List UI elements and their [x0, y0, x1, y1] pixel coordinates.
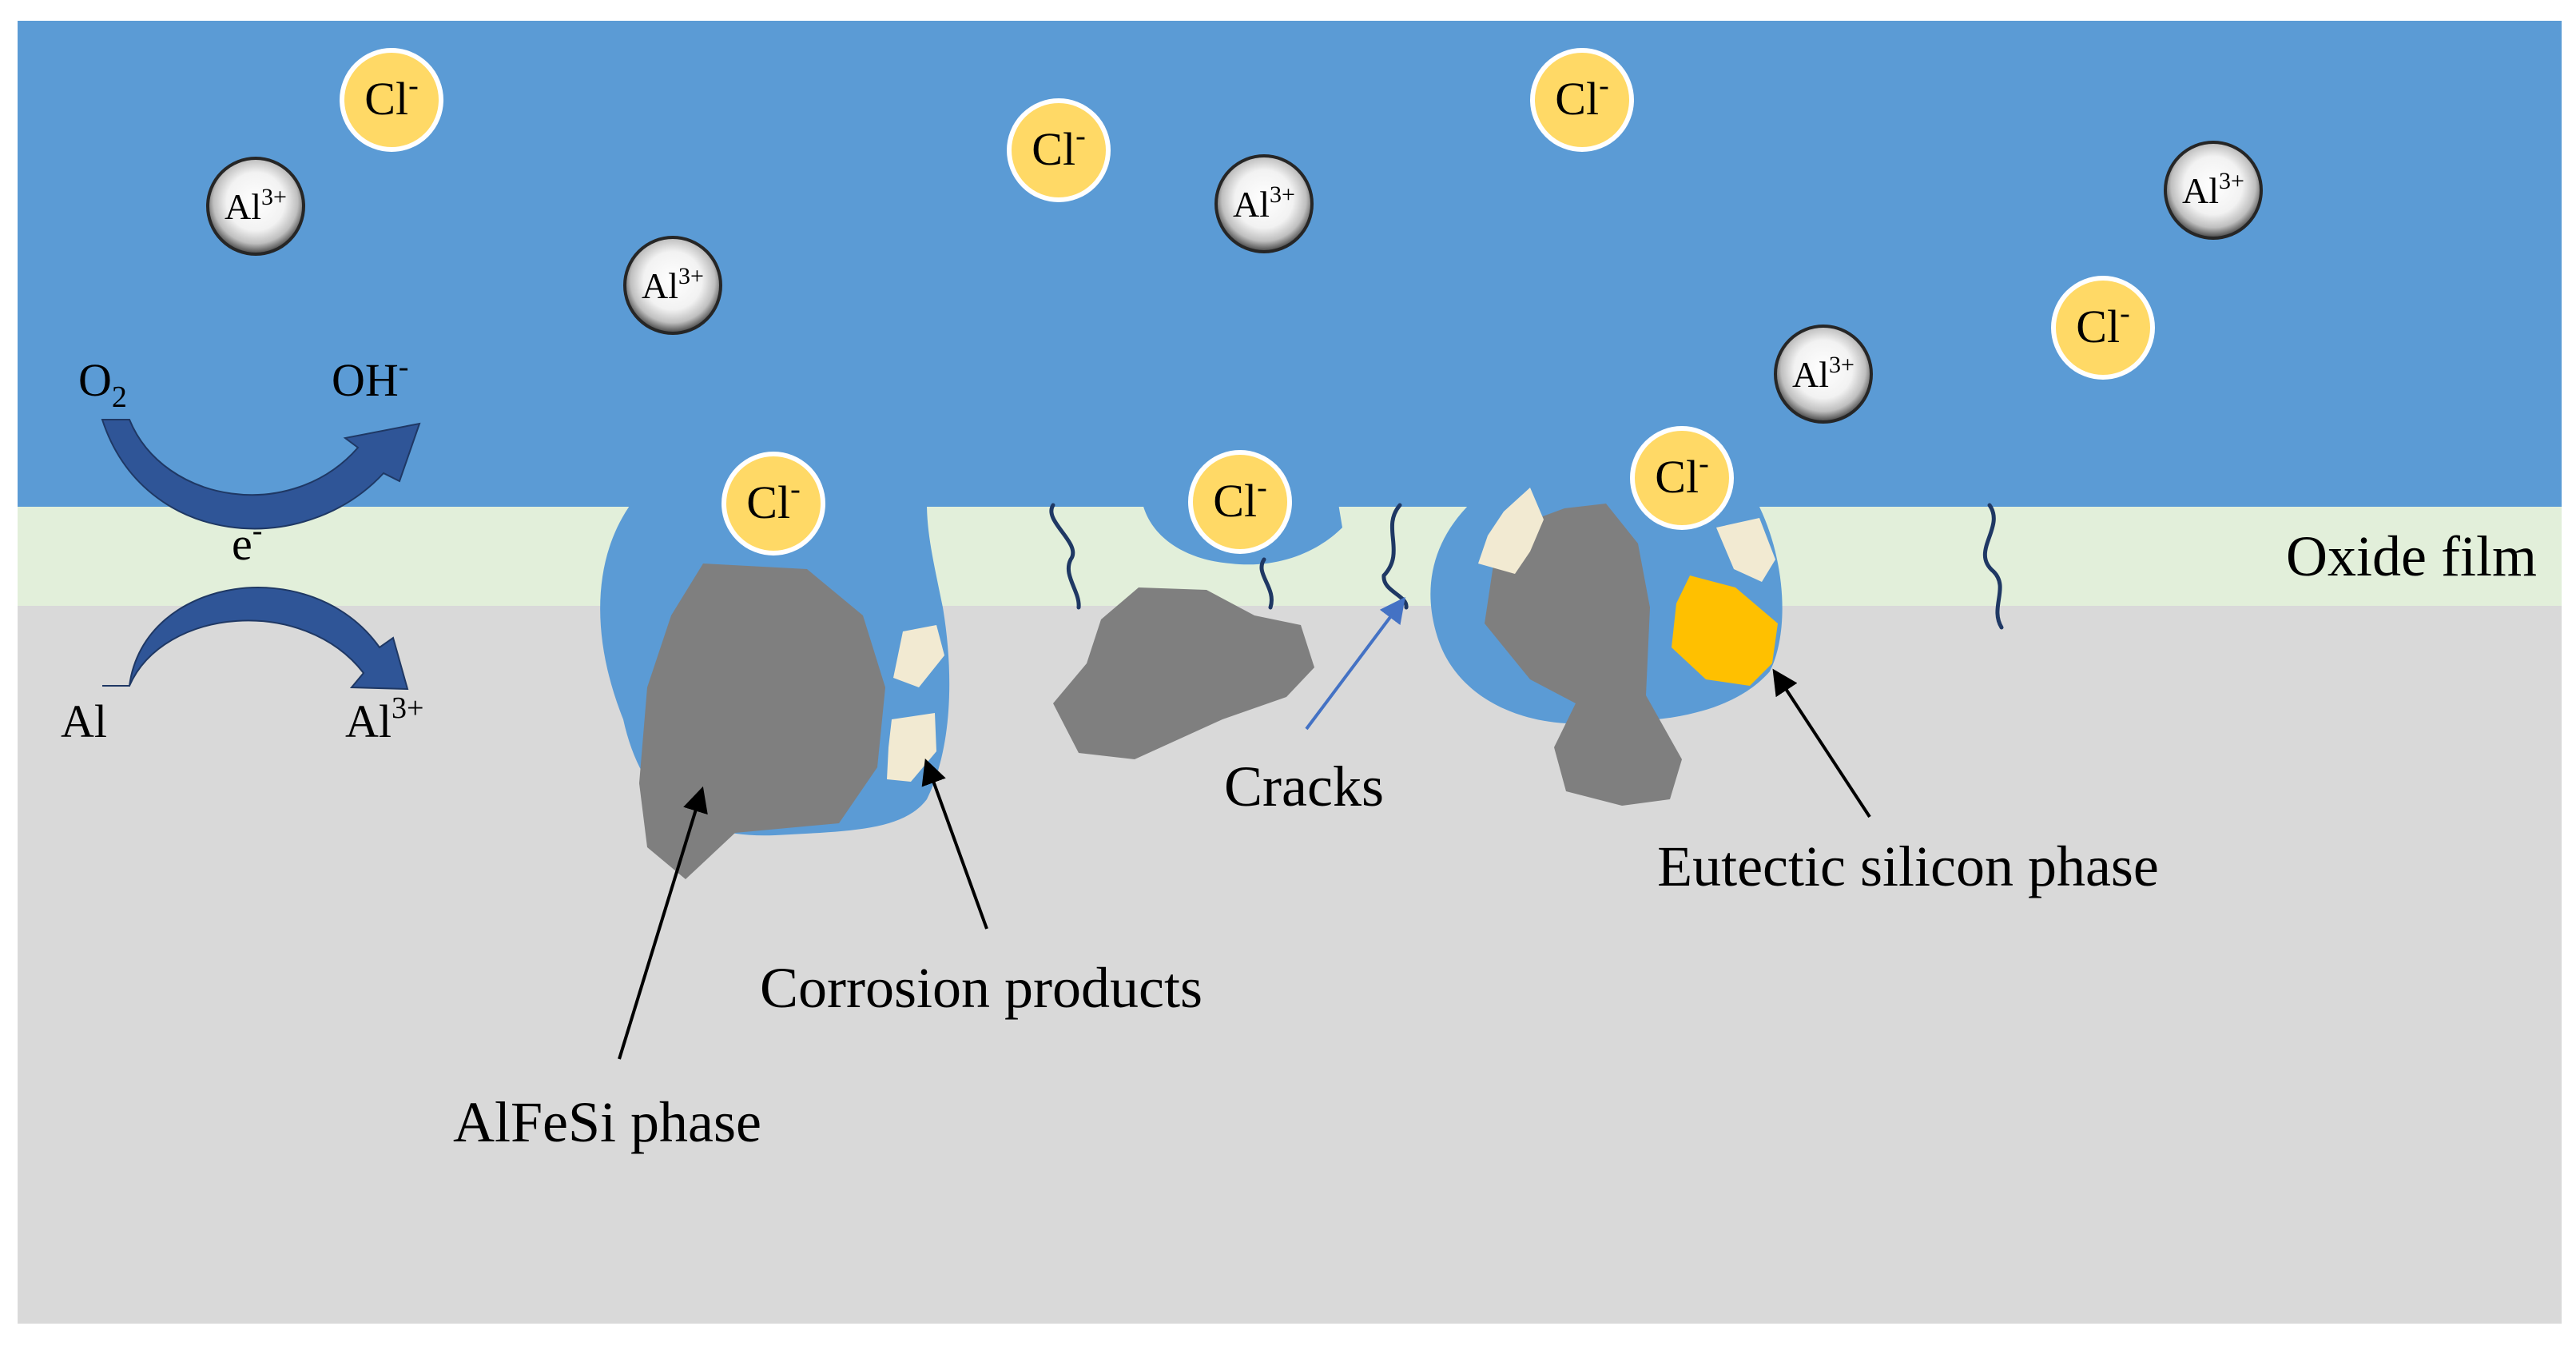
o2-label: O2	[78, 354, 127, 414]
svg-text:Al3+: Al3+	[1792, 352, 1854, 395]
al3-label: Al3+	[345, 691, 423, 747]
cl-ion: Cl-	[1007, 98, 1111, 202]
alfesi-phase-label: AlFeSi phase	[453, 1090, 761, 1154]
alfesi-particle-3	[1485, 504, 1682, 806]
al-ion: Al3+	[2164, 141, 2263, 240]
cracks-label: Cracks	[1224, 755, 1384, 818]
al-ion: Al3+	[1774, 325, 1873, 424]
eutectic-si-particle	[1672, 575, 1778, 686]
svg-text:Cl-: Cl-	[1213, 471, 1266, 527]
svg-text:Al3+: Al3+	[1233, 181, 1295, 225]
svg-text:Cl-: Cl-	[746, 472, 800, 528]
cl-ion: Cl-	[1530, 48, 1634, 152]
al-ion: Al3+	[206, 157, 305, 256]
oxide-film-label: Oxide film	[2286, 524, 2537, 588]
crack-1	[1049, 503, 1081, 610]
cl-ion: Cl-	[722, 452, 825, 556]
corrosion-product-1a	[893, 625, 944, 687]
eutectic-si-annotation-arrow	[1772, 668, 1871, 818]
svg-text:Cl-: Cl-	[1555, 69, 1608, 125]
electron-label: e-	[232, 514, 262, 570]
corrosion-products-annotation-arrow	[921, 758, 988, 930]
eutectic-si-phase-label: Eutectic silicon phase	[1657, 834, 2159, 898]
al-ion: Al3+	[623, 236, 722, 335]
cathodic-reaction-arrow	[101, 419, 421, 530]
al-ion: Al3+	[1214, 154, 1314, 253]
al-label: Al	[61, 695, 107, 747]
crack-4	[1982, 503, 2004, 630]
cl-ion: Cl-	[340, 48, 443, 152]
alfesi-particle-2	[1053, 587, 1314, 759]
substrate-layer	[18, 606, 2562, 1324]
cl-ion: Cl-	[1188, 450, 1292, 554]
anodic-reaction-arrow	[102, 587, 409, 691]
svg-text:Cl-: Cl-	[364, 69, 418, 125]
svg-text:Al3+: Al3+	[642, 263, 704, 306]
cl-ion: Cl-	[2051, 276, 2155, 380]
corrosion-products-label: Corrosion products	[760, 956, 1203, 1020]
cl-ion: Cl-	[1630, 426, 1734, 530]
cracks-annotation-arrow	[1305, 596, 1405, 731]
svg-text:Cl-: Cl-	[1032, 119, 1085, 175]
svg-text:Cl-: Cl-	[2076, 297, 2129, 352]
crack-2	[1259, 557, 1274, 610]
corrosion-product-3b	[1716, 518, 1775, 582]
corrosion-product-3a	[1478, 488, 1544, 574]
oh-label: OH-	[332, 350, 408, 406]
svg-text:Al3+: Al3+	[225, 184, 287, 227]
svg-text:Al3+: Al3+	[2182, 168, 2244, 211]
svg-text:Cl-: Cl-	[1655, 447, 1708, 503]
alfesi-annotation-arrow	[618, 786, 708, 1060]
crack-3	[1381, 503, 1409, 610]
